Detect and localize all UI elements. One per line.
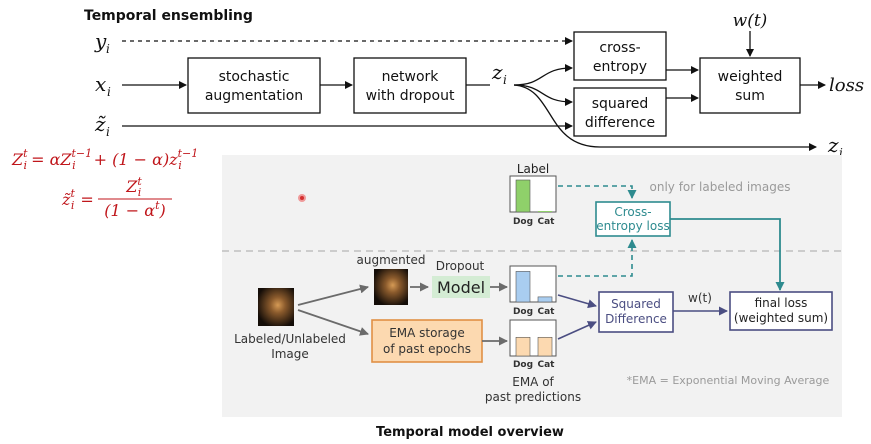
ema-storage-line2: of past epochs: [383, 342, 471, 356]
input-z-tilde-subscript: i: [106, 125, 110, 139]
only-labeled-note: only for labeled images: [650, 180, 791, 194]
network-line2: with dropout: [366, 88, 455, 104]
input-x: x i: [95, 72, 111, 99]
formula-line2-denominator: (1 − αt): [104, 199, 165, 220]
crossentropy-loss-line1: Cross-: [614, 205, 651, 219]
z-to-crossentropy-arrow: [513, 64, 573, 86]
label-bar-dog: [515, 179, 531, 213]
pointer-dot-center: [300, 196, 304, 200]
label-tick-cat: Cat: [538, 217, 556, 227]
label-chart-title: Label: [517, 162, 549, 176]
cross-entropy-line1: cross-: [599, 40, 640, 56]
crossentropy-to-finalloss-arrow: [670, 218, 785, 291]
loss-label: loss: [829, 75, 864, 96]
cross-entropy-box: [573, 31, 667, 81]
squared-difference-line2: difference: [585, 115, 655, 131]
ema-storage-box: [371, 319, 483, 363]
ema-of-line1: EMA of: [512, 375, 554, 389]
z-right-symbol: z: [827, 133, 839, 157]
cross-entropy-line2: entropy: [593, 59, 647, 75]
ema-of-line2: past predictions: [485, 390, 581, 404]
model-box: [432, 276, 490, 298]
input-y: y i: [94, 29, 110, 56]
input-z-tilde: z̃ i: [94, 112, 110, 139]
input-image-line1: Labeled/Unlabeled: [234, 332, 346, 346]
prediction-to-squareddiff-arrow: [557, 294, 597, 309]
augmented-label: augmented: [357, 253, 426, 267]
network-line1: network: [382, 69, 440, 85]
input-z-tilde-symbol: z̃: [94, 112, 106, 136]
ema-to-squareddiff-arrow: [557, 321, 597, 340]
dropout-label: Dropout: [436, 259, 485, 273]
prediction-tick-cat: Cat: [538, 307, 556, 317]
ema-footnote: *EMA = Exponential Moving Average: [627, 374, 830, 387]
squared-difference-box: [573, 87, 667, 137]
prediction-to-crossentropy-arrow: [558, 239, 637, 277]
label-to-crossentropy-arrow: [558, 185, 637, 199]
model-label: Model: [437, 278, 485, 297]
z-right-subscript: i: [839, 146, 843, 160]
z-to-output-arrow: [513, 84, 817, 151]
prediction-tick-dog: Dog: [513, 307, 533, 317]
wt-overview-label: w(t): [688, 291, 712, 305]
stochastic-augmentation-box: [187, 57, 321, 114]
z-output-symbol: z: [491, 60, 503, 84]
ema-tick-dog: Dog: [513, 360, 533, 370]
augmented-dog-image: [374, 269, 408, 305]
input-y-symbol: y: [94, 29, 107, 53]
z-output-subscript: i: [503, 73, 507, 87]
weighted-sum-box: [699, 57, 801, 114]
z-to-squareddiff-arrow: [513, 84, 573, 106]
top-title: Temporal ensembling: [84, 8, 253, 24]
ema-bar-dog: [515, 336, 531, 357]
prediction-bar-dog: [515, 271, 531, 303]
final-loss-box: [729, 291, 833, 331]
label-tick-dog: Dog: [513, 217, 533, 227]
weighted-sum-line1: weighted: [718, 69, 783, 85]
image-to-augmented-arrow: [297, 284, 369, 306]
weight-label: w(t): [733, 11, 768, 31]
weighted-sum-line2: sum: [735, 88, 765, 104]
prediction-bar-cat: [537, 296, 553, 303]
overview-panel: Label Dog Cat only for labeled images Cr…: [222, 155, 842, 417]
ema-tick-cat: Cat: [538, 360, 556, 370]
network-with-dropout-box: [353, 57, 467, 114]
figure-caption: Temporal model overview: [376, 425, 564, 440]
final-loss-line2: (weighted sum): [734, 311, 828, 325]
squared-difference-overview-line1: Squared: [611, 297, 661, 311]
input-image-line2: Image: [271, 347, 309, 361]
input-x-subscript: i: [107, 85, 111, 99]
ema-bar-cat: [537, 336, 553, 357]
input-dog-image: [258, 288, 294, 326]
top-diagram: Temporal ensembling y i x i z̃ i stochas…: [84, 8, 864, 160]
input-y-subscript: i: [106, 42, 110, 56]
ema-storage-line1: EMA storage: [389, 326, 465, 340]
input-x-symbol: x: [95, 72, 106, 96]
squared-difference-overview-line2: Difference: [605, 312, 667, 326]
squared-difference-line1: squared: [592, 96, 649, 112]
label-bar-cat: [538, 211, 552, 212]
stochastic-augmentation-line1: stochastic: [219, 69, 290, 85]
final-loss-line1: final loss: [755, 296, 808, 310]
image-to-ema-arrow: [297, 309, 369, 336]
crossentropy-loss-line2: entropy loss: [596, 219, 669, 233]
squared-difference-overview-box: [598, 291, 674, 333]
stochastic-augmentation-line2: augmentation: [205, 88, 303, 104]
